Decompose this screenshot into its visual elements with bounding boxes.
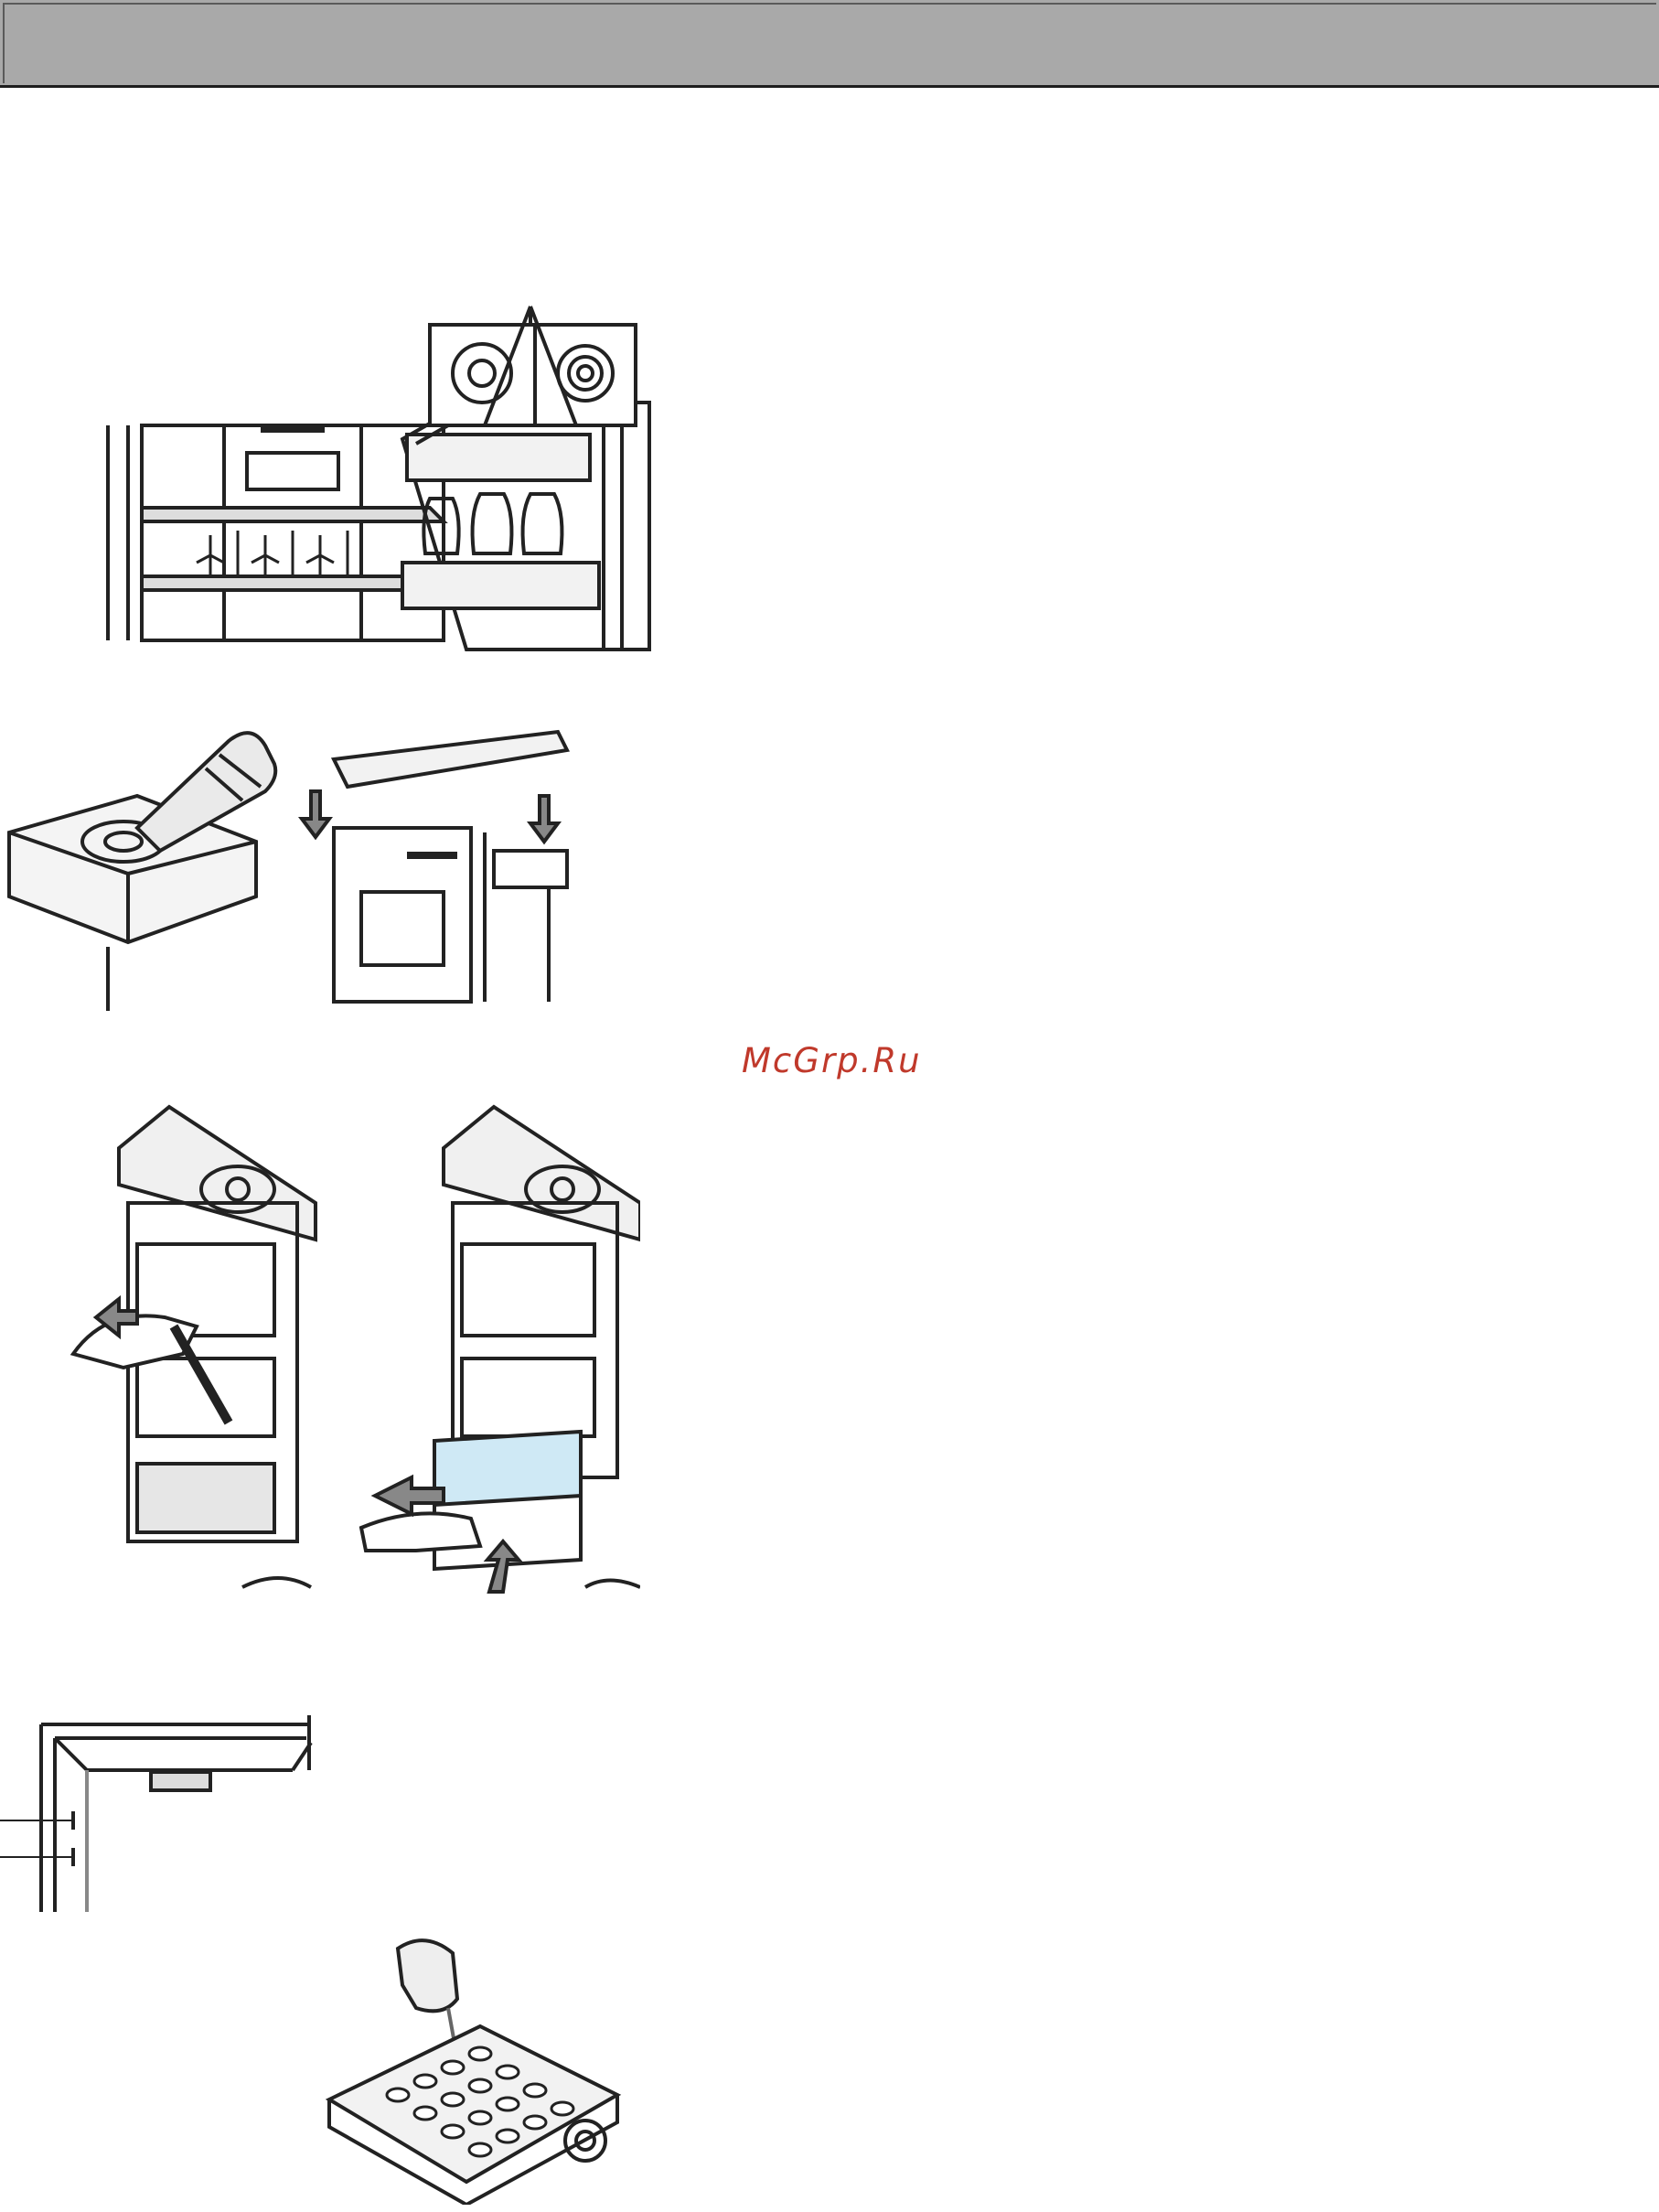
freezer-corner-icon [0,1715,316,1912]
header-bar [0,0,1659,88]
freezer-corner-figure [0,1715,316,1912]
fridge-interior-figure [101,302,654,659]
ice-drawer-figure [69,1093,640,1601]
ice-drawer-icon [69,1093,640,1601]
header-inner-line [3,3,1656,83]
water-tank-bottle-icon [0,723,572,1011]
ice-tray-pitcher-icon [311,1930,626,2205]
refrigerator-interior-icon [101,302,654,659]
filling-water-tank-figure [0,723,572,1011]
watermark: McGrp.Ru [742,1041,922,1080]
ice-tray-figure [311,1930,626,2205]
